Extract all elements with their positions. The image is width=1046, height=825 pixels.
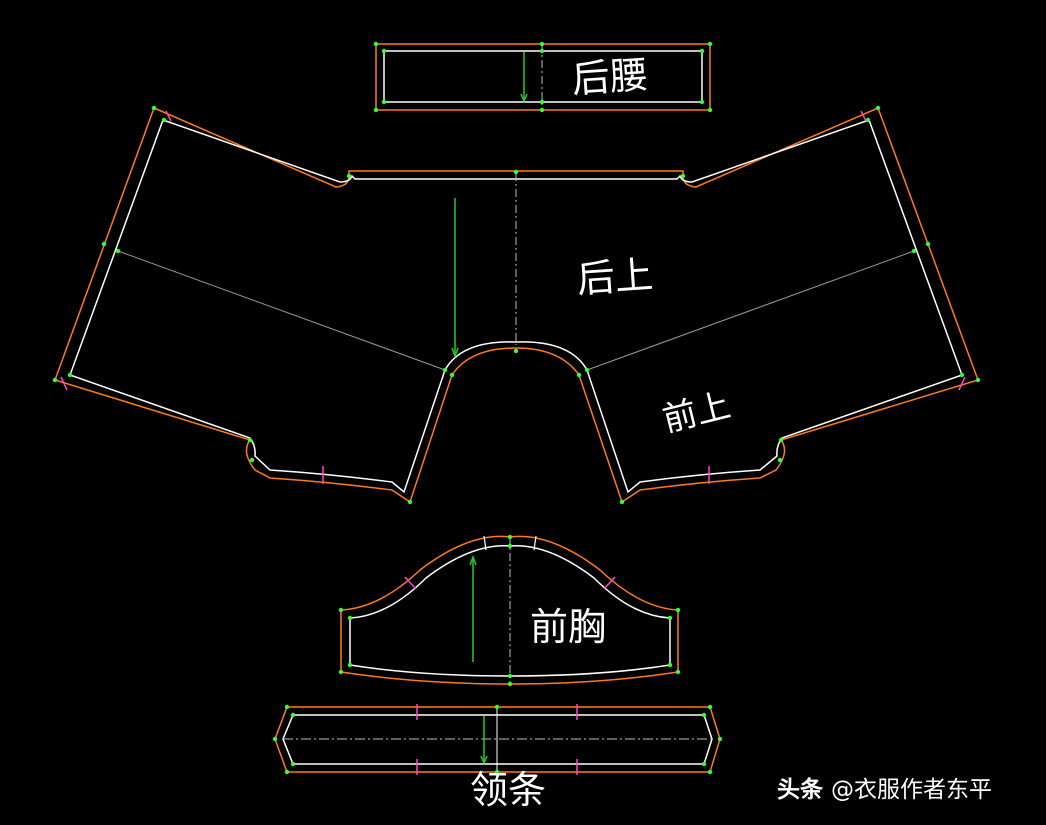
watermark-brand: 头条	[777, 777, 823, 803]
waist-back-arrow-head	[520, 93, 528, 103]
front-chest-notches	[404, 576, 616, 590]
waist-back-label: 后腰	[570, 52, 649, 101]
watermark: 头条 @衣服作者东平	[777, 770, 992, 804]
upper-back-label: 后上	[575, 252, 654, 301]
piece-waist-back[interactable]: 后腰	[373, 41, 713, 113]
piece-front-chest[interactable]: 前胸	[338, 534, 681, 687]
upper-notches	[60, 110, 966, 484]
front-chest-seam-allowance	[340, 535, 679, 685]
front-chest-label: 前胸	[530, 605, 606, 649]
collar-strip-notches	[416, 704, 578, 775]
collar-strip-points	[272, 704, 723, 775]
front-chest-white-notches	[483, 535, 537, 551]
waist-back-points	[373, 41, 713, 113]
collar-strip-label: 领条	[470, 768, 546, 812]
upper-points	[52, 105, 981, 505]
upper-arrow-head	[451, 347, 459, 359]
upper-right-guide	[586, 250, 915, 371]
collar-strip-arrow-head	[480, 755, 488, 765]
front-chest-arrow-head	[469, 554, 477, 566]
upper-left-guide	[117, 250, 446, 371]
front-chest-outline	[349, 545, 671, 677]
watermark-author: @衣服作者东平	[831, 777, 992, 803]
front-chest-points	[338, 534, 681, 687]
piece-collar-strip[interactable]: 领条	[272, 704, 723, 812]
